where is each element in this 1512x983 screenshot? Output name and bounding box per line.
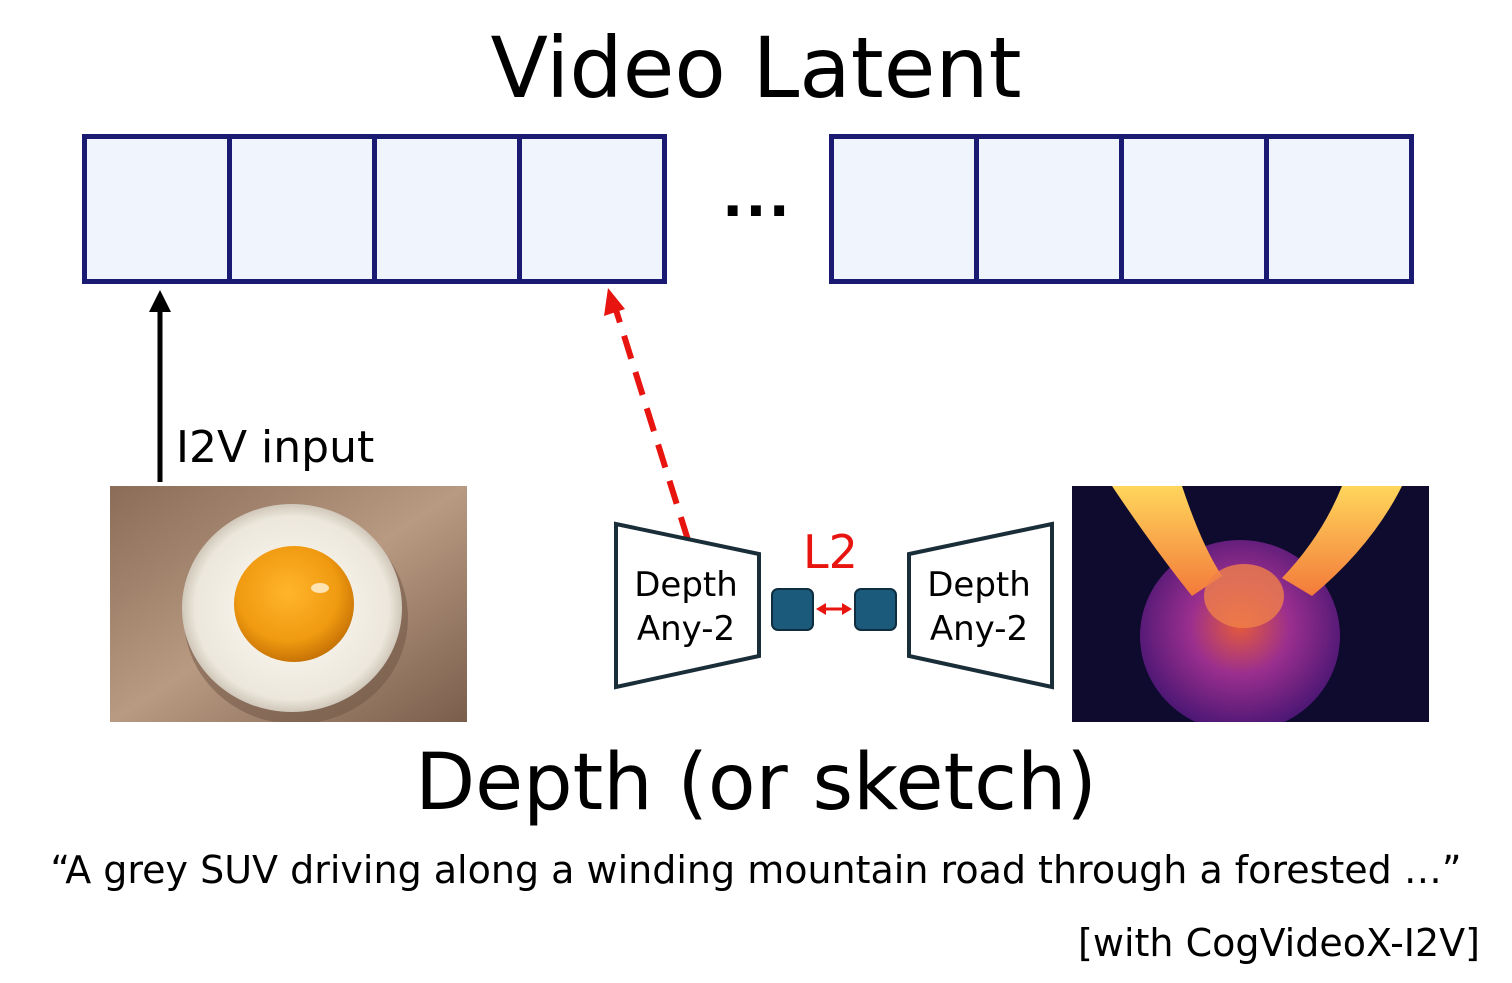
depth-map-image: [1072, 486, 1429, 722]
latent-cell: [82, 134, 232, 284]
l2-loss-label: L2: [803, 525, 858, 579]
depth-guidance-arrow-head: [604, 288, 625, 316]
depth-guidance-arrow: [613, 309, 691, 541]
depth-subtitle: Depth (or sketch): [415, 738, 1097, 828]
latent-ellipsis: ...: [722, 165, 792, 230]
i2v-input-label: I2V input: [176, 422, 375, 473]
feature-box-left: [771, 588, 814, 631]
latent-cell: [974, 134, 1124, 284]
encoder-right-label-line1: Depth: [927, 565, 1031, 605]
diagram-title: Video Latent: [490, 19, 1022, 117]
encoder-right-label-line2: Any-2: [929, 609, 1029, 649]
latent-cell: [227, 134, 377, 284]
i2v-arrow-head: [149, 290, 171, 312]
encoder-left-label-line2: Any-2: [636, 609, 736, 649]
text-prompt: “A grey SUV driving along a winding moun…: [50, 848, 1462, 892]
latent-row-right: [829, 134, 1414, 290]
latent-cell: [372, 134, 522, 284]
encoder-left-label-line1: Depth: [634, 565, 738, 605]
latent-cell: [829, 134, 979, 284]
latent-cell: [517, 134, 667, 284]
input-photo: [110, 486, 467, 722]
latent-cell: [1264, 134, 1414, 284]
encoder-right-shape: [907, 521, 1054, 690]
model-note: [with CogVideoX-I2V]: [1078, 921, 1480, 965]
encoder-left-shape: [614, 521, 761, 690]
latent-row-left: [82, 134, 667, 290]
feature-box-right: [854, 588, 897, 631]
